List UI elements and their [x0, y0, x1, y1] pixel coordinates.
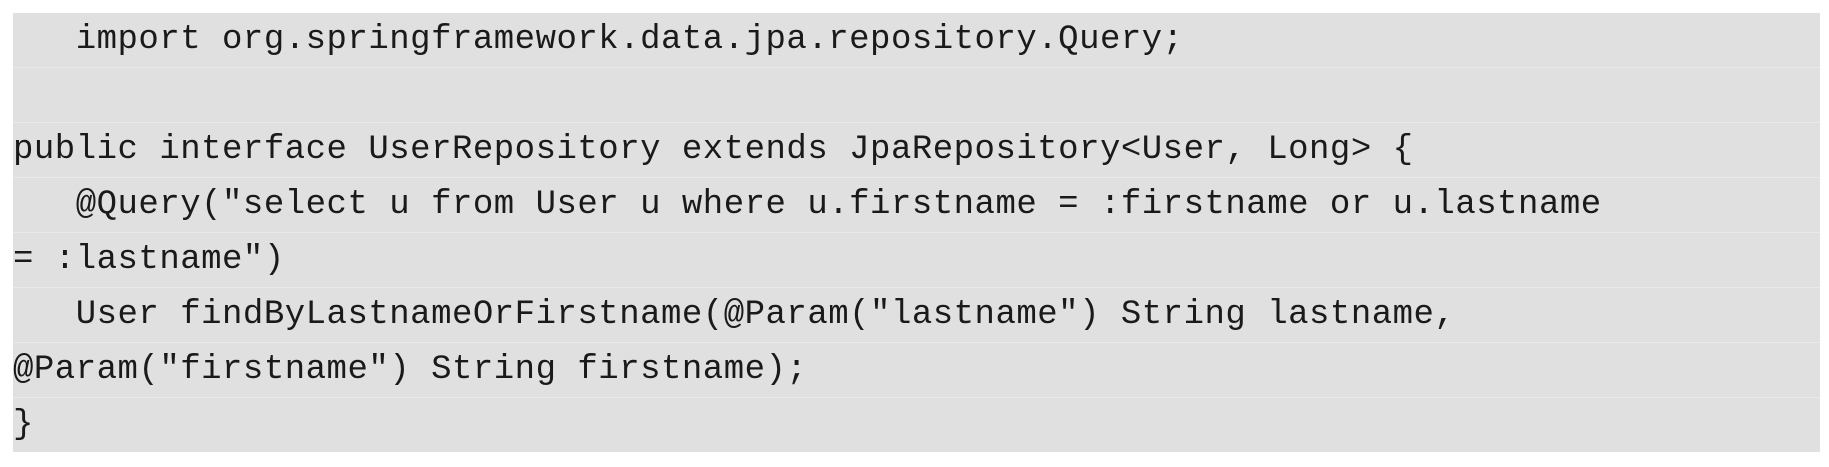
line-separator — [13, 177, 1820, 178]
line-separator — [13, 122, 1820, 123]
code-line-method-decl: User findByLastnameOrFirstname(@Param("l… — [13, 296, 1456, 334]
code-line-method-params: @Param("firstname") String firstname); — [13, 351, 808, 389]
code-line-interface-decl: public interface UserRepository extends … — [13, 131, 1414, 169]
code-block: import org.springframework.data.jpa.repo… — [13, 13, 1820, 452]
code-line-query-annotation: @Query("select u from User u where u.fir… — [13, 186, 1602, 224]
line-separator — [13, 397, 1820, 398]
code-line-blank — [13, 68, 1820, 122]
line-separator — [13, 342, 1820, 343]
code-line-closing-brace: } — [13, 406, 34, 444]
line-separator — [13, 232, 1820, 233]
code-line-import: import org.springframework.data.jpa.repo… — [13, 21, 1184, 59]
line-separator — [13, 67, 1820, 68]
line-separator — [13, 287, 1820, 288]
code-line-query-continuation: = :lastname") — [13, 241, 285, 279]
